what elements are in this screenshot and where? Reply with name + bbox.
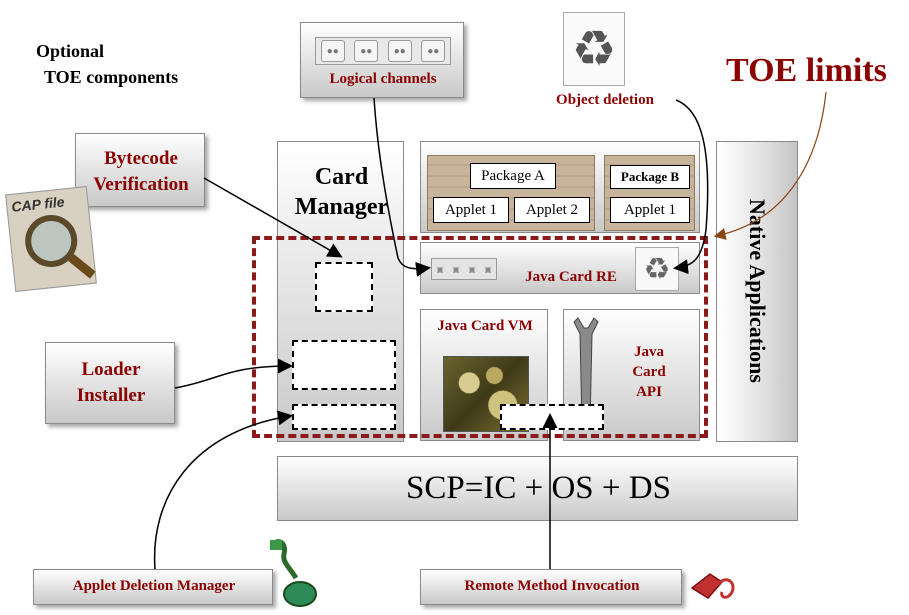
bytecode-label: Bytecode: [104, 148, 178, 169]
logical-channels-box: ●● ●● ●● ●● Logical channels: [300, 22, 464, 98]
java-card-re-label: Java Card RE: [525, 269, 617, 285]
socket-icon: ▣: [452, 264, 460, 274]
optional-title-line1: Optional: [36, 41, 105, 61]
toe-boundary: [252, 236, 708, 438]
card-label: Card: [314, 164, 369, 190]
socket-icon: ●●: [421, 40, 446, 62]
wrench-icon: [572, 316, 600, 432]
api-label: API: [636, 384, 662, 400]
phone-icon: [688, 564, 740, 606]
wrench-svg: [573, 317, 599, 427]
socket-icon: ●●: [320, 40, 345, 62]
logical-channels-label: Logical channels: [329, 71, 437, 87]
deletion-manager-slot: [292, 404, 396, 430]
applet-2-a-label: Applet 2: [514, 197, 590, 223]
scp-label: SCP=IC + OS + DS: [406, 470, 671, 506]
loader-arrow: [174, 358, 293, 389]
java-label: Java: [634, 344, 664, 360]
socket-icon: ▣: [484, 264, 492, 274]
vacuum-svg: [270, 539, 317, 607]
recycle-icon: ♻: [563, 12, 625, 86]
scp-bar: SCP=IC + OS + DS: [277, 456, 798, 521]
optional-title-line2: TOE components: [44, 67, 179, 87]
socket-icon: ▣: [468, 264, 476, 274]
applet-1-a-label: Applet 1: [433, 197, 509, 223]
vacuum-icon: [262, 538, 320, 610]
package-b-label: Package B: [610, 165, 690, 189]
card-api-label: Card: [632, 364, 666, 380]
manager-label: Manager: [294, 194, 389, 220]
socket-icon: ●●: [387, 40, 412, 62]
object-deletion-arrow: [673, 99, 709, 275]
applet-1-b-label: Applet 1: [610, 197, 690, 223]
small-recycle-icon: ♻: [635, 247, 679, 291]
bytecode-arrow: [203, 177, 343, 258]
loader-slot: [292, 340, 396, 390]
loader-installer-box: Loader Installer: [45, 342, 175, 424]
loader-label: Loader: [81, 359, 141, 380]
object-deletion-label: Object deletion: [556, 92, 654, 108]
logical-channels-arrow: [373, 97, 431, 277]
installer-label: Installer: [76, 385, 146, 406]
applet-deletion-manager-box: Applet Deletion Manager: [33, 569, 273, 605]
toe-limits-arrow: [713, 91, 827, 240]
socket-strip: ●● ●● ●● ●●: [315, 37, 451, 65]
channel-strip-icon: ▣ ▣ ▣ ▣: [431, 258, 497, 280]
applet-deletion-manager-label: Applet Deletion Manager: [72, 578, 236, 594]
remote-method-invocation-box: Remote Method Invocation: [420, 569, 682, 605]
toe-limits-label: TOE limits: [726, 52, 887, 89]
bytecode-verifier-slot: [315, 262, 373, 312]
java-card-api-panel: Java Card API: [563, 309, 700, 441]
optional-components-title: Optional TOE components: [30, 38, 230, 90]
java-card-re-panel: ▣ ▣ ▣ ▣ Java Card RE ♻: [420, 242, 700, 294]
java-card-vm-label: Java Card VM: [437, 318, 533, 334]
package-a-label: Package A: [470, 163, 556, 189]
phone-svg: [690, 573, 735, 599]
socket-icon: ▣: [436, 264, 444, 274]
socket-icon: ●●: [354, 40, 379, 62]
bytecode-verification-box: Bytecode Verification: [75, 133, 205, 207]
native-applications-panel: [716, 141, 798, 442]
deletion-manager-arrow: [153, 410, 293, 570]
remote-method-invocation-label: Remote Method Invocation: [464, 578, 640, 594]
verification-label: Verification: [93, 174, 189, 195]
